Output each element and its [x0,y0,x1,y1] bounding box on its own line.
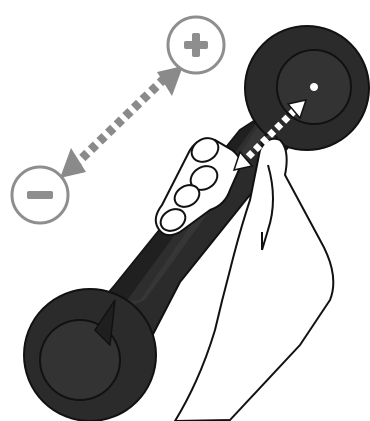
top-disc-center-dot [310,83,318,91]
minus-icon [12,167,68,223]
zoom-arrow [60,66,183,178]
dual-disc-handle-icon [24,26,369,421]
plus-icon [168,17,224,73]
